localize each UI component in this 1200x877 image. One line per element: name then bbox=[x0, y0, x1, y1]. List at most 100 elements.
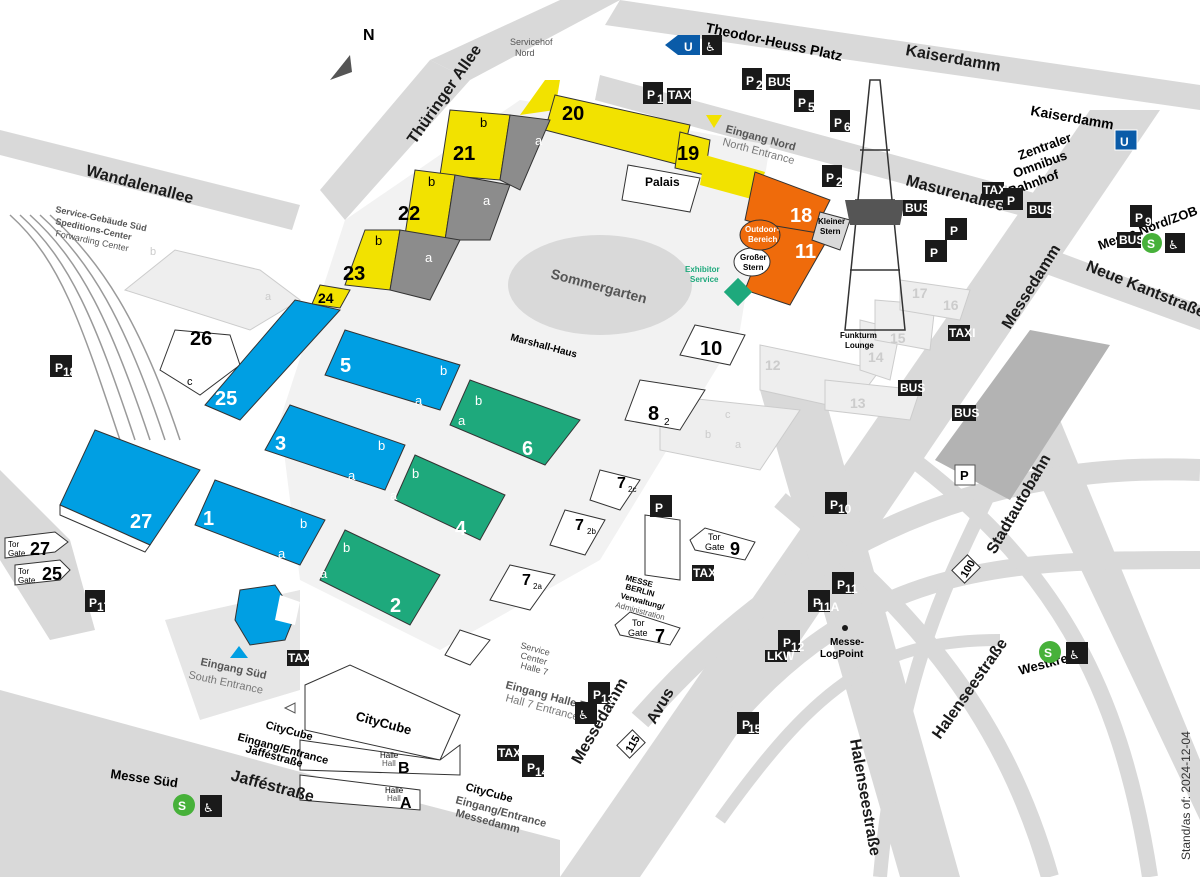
road-kaiserdamm bbox=[605, 0, 1200, 110]
wheelchair-icon-messe-nord bbox=[1165, 233, 1185, 253]
hall-13-faded bbox=[824, 379, 921, 421]
place-servicehof-2: Nord bbox=[515, 48, 535, 58]
palais-building bbox=[621, 164, 701, 213]
hall-20-tip bbox=[520, 80, 560, 115]
gate-9[interactable]: Tor Gate 9 bbox=[689, 527, 756, 561]
place-logpoint-2: LogPoint bbox=[820, 649, 864, 660]
place-grosser-stern-2: Stern bbox=[743, 263, 764, 272]
hall-7a-label: 7 bbox=[522, 572, 531, 589]
parking-15a-num: 15A bbox=[748, 722, 770, 736]
hall-16-label: 16 bbox=[943, 297, 959, 313]
bus-icon-messe-nord bbox=[1117, 232, 1141, 248]
logpoint-dot bbox=[842, 625, 848, 631]
hall-27-label: 27 bbox=[130, 511, 152, 533]
road-west bbox=[0, 470, 95, 640]
road-interchange-2 bbox=[895, 443, 1158, 877]
hall-25-label: 25 bbox=[215, 388, 237, 410]
taxi-icon-zob-text: TAXI bbox=[983, 183, 1009, 197]
hall-5 bbox=[324, 329, 461, 411]
parking-12-icon bbox=[778, 630, 800, 652]
gate-7-number: 7 bbox=[655, 626, 665, 646]
parking-11a-num: 11A bbox=[818, 600, 840, 614]
parking-15a-text: P bbox=[742, 718, 750, 732]
hall-1-b-label: b bbox=[300, 516, 307, 531]
citycube-building bbox=[304, 664, 461, 761]
rail-track-2 bbox=[19, 214, 136, 441]
gate-7[interactable]: Tor Gate 7 bbox=[614, 611, 681, 646]
gate-7-tor: Tor bbox=[632, 618, 645, 628]
parking-11-text: P bbox=[837, 578, 845, 592]
place-exhibitor-2: Service bbox=[690, 275, 719, 284]
gate-27-arrow bbox=[4, 531, 69, 559]
hall-15-label: 15 bbox=[890, 330, 906, 346]
hall-26 bbox=[159, 329, 241, 396]
gate-9-arrow bbox=[689, 527, 756, 561]
hall-6-b-label: b bbox=[475, 393, 482, 408]
parking-5-text: P bbox=[798, 96, 806, 110]
parking-10-icon bbox=[825, 492, 847, 514]
citycube-entrance-arrow bbox=[283, 702, 296, 714]
sbahn-icon-westkreuz bbox=[1039, 641, 1061, 663]
hall-25 bbox=[204, 299, 341, 421]
ubahn-icon-theodor bbox=[678, 35, 700, 55]
road-interchange-3 bbox=[873, 467, 1007, 877]
road-halenseestrasse bbox=[760, 380, 960, 877]
halle-a-letter: A bbox=[400, 795, 412, 812]
gate-27[interactable]: Tor Gate 27 bbox=[4, 531, 69, 559]
wheelchair-icon-messe-nord-text: ♿ bbox=[1168, 238, 1179, 252]
parking-admin-text: P bbox=[655, 501, 663, 515]
parking-17-text: P bbox=[89, 596, 97, 610]
gate-27-number: 27 bbox=[30, 539, 50, 559]
hall-2-b-label: b bbox=[343, 540, 350, 555]
parking-3-text: P bbox=[826, 171, 834, 185]
rail-track-3 bbox=[29, 214, 151, 441]
compass-north: N bbox=[363, 27, 375, 44]
hall-1-a-label: a bbox=[278, 546, 286, 561]
hall-21-a-label: a bbox=[535, 133, 543, 148]
hall-7c bbox=[589, 469, 641, 511]
hall-17-label: 17 bbox=[912, 285, 928, 301]
hall-9-faded bbox=[659, 394, 801, 471]
hall-1-label: 1 bbox=[203, 508, 214, 530]
bus-icon-masuren-text: BUS bbox=[905, 201, 930, 215]
road-stadtautobahn bbox=[1010, 420, 1200, 820]
hall-2 bbox=[319, 529, 441, 626]
parking-13-num: 13 bbox=[601, 692, 615, 706]
exhibitor-service-icon bbox=[723, 277, 753, 307]
hall-23-b-label: b bbox=[375, 233, 382, 248]
hall-24-label: 24 bbox=[318, 290, 334, 306]
wheelchair-parking-icon bbox=[575, 702, 597, 724]
place-logpoint-1: Messe- bbox=[830, 637, 864, 648]
road-100-badge bbox=[951, 554, 981, 584]
sbahn-icon-messe-sued bbox=[173, 794, 195, 816]
parking-15a-icon bbox=[737, 712, 759, 734]
place-funkturm-lounge-2: Lounge bbox=[845, 341, 874, 350]
hall-20-label: 20 bbox=[562, 103, 584, 125]
gate-markers: Tor Gate 27 Tor Gate 25 Tor Gate 9 Tor G… bbox=[4, 527, 756, 646]
bus-icon-zob bbox=[1027, 202, 1051, 218]
hall-2-a-label: a bbox=[320, 566, 328, 581]
service-sued-b-label: b bbox=[150, 246, 156, 258]
hall-3-label: 3 bbox=[275, 433, 286, 455]
road-interchange-1 bbox=[774, 493, 1059, 877]
taxi-icon-south-text: TAXI bbox=[288, 651, 314, 665]
parking-3-num: 2 bbox=[836, 175, 843, 189]
hall-8 bbox=[624, 379, 706, 431]
hall-7a-sub: 2a bbox=[533, 582, 542, 591]
sbahn-icon-messe-nord bbox=[1142, 233, 1162, 253]
south-entrance-arrow bbox=[230, 646, 248, 658]
wheelchair-icon-westkreuz bbox=[1066, 642, 1088, 664]
hall-23-a-label: a bbox=[425, 250, 433, 265]
hall-3-a-label: a bbox=[348, 468, 356, 483]
place-kleiner-stern-1: Kleiner bbox=[818, 217, 845, 226]
parking-1-icon bbox=[643, 82, 663, 104]
parking-18-icon bbox=[50, 355, 72, 377]
parking-13-text: P bbox=[593, 688, 601, 702]
parking-1-num: 1 bbox=[657, 92, 664, 106]
parking-6-num: 6 bbox=[844, 120, 851, 134]
gate-25[interactable]: Tor Gate 25 bbox=[14, 559, 71, 586]
parking-admin-icon bbox=[650, 495, 672, 517]
halle-b-text-1: Halle bbox=[380, 751, 399, 760]
taxi-icon-south bbox=[287, 650, 309, 666]
